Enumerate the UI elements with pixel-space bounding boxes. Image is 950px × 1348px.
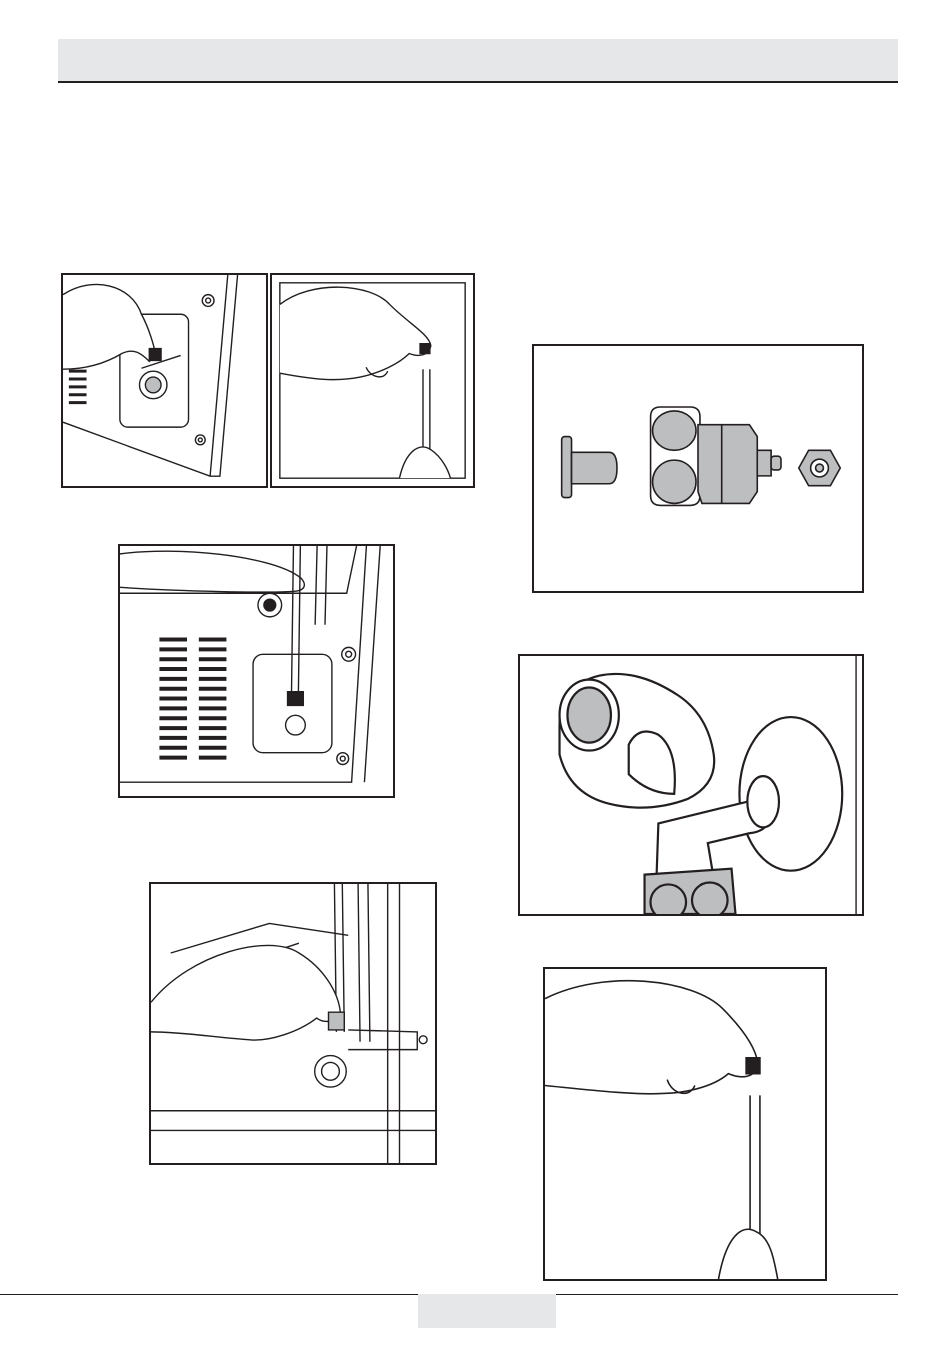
nut-icon — [420, 344, 430, 354]
hand-icon — [280, 287, 431, 380]
figure-pipe-nut-closeup — [543, 967, 827, 1281]
hand-icon — [545, 981, 758, 1094]
hand-icon — [63, 284, 156, 369]
plug-icon — [149, 349, 161, 361]
hand-icon — [151, 945, 340, 1040]
figure-remove-plug — [61, 273, 268, 488]
pipe-icon — [750, 1095, 760, 1237]
screw-icon — [342, 647, 356, 661]
hand-icon — [120, 551, 304, 592]
figure-tap-valve — [518, 654, 864, 916]
figure-cut-pipe — [270, 273, 475, 488]
clip-icon — [329, 1012, 345, 1030]
figure-secure-pipe — [149, 882, 437, 1165]
header-rule — [58, 81, 898, 83]
water-inlet-icon — [315, 1056, 347, 1088]
page-number-tab — [418, 1294, 556, 1328]
pipe-icon — [423, 369, 430, 449]
screw-icon — [202, 295, 214, 307]
nut-icon — [799, 450, 840, 485]
valve-icon — [651, 407, 781, 505]
water-pipe — [291, 546, 326, 694]
figure-fitting-parts — [532, 344, 864, 593]
vent-slots — [159, 640, 226, 758]
page-header — [58, 39, 898, 81]
plug-icon — [562, 437, 617, 498]
figure-connect-pipe — [118, 544, 395, 798]
screw-icon — [419, 1036, 427, 1044]
nut-icon — [746, 1058, 760, 1074]
